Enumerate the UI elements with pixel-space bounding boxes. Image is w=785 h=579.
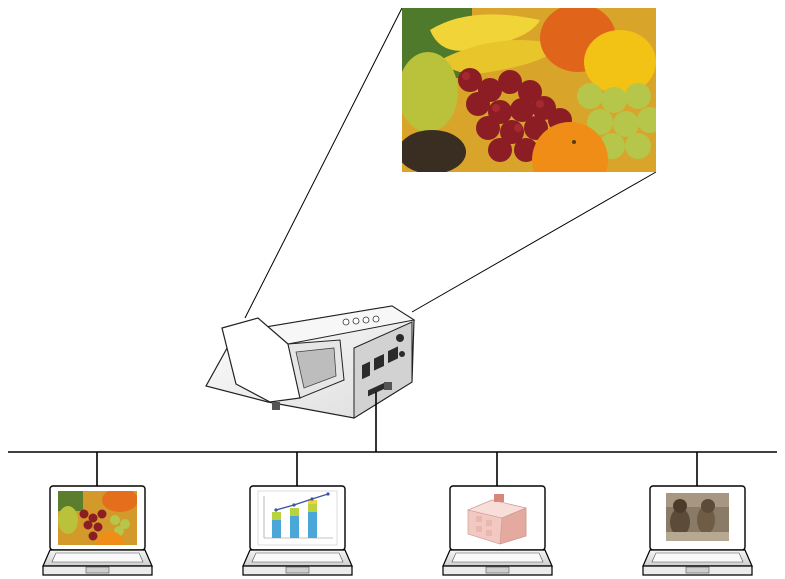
projected-fruit-image [398, 4, 663, 198]
projection-beam-right [412, 172, 656, 312]
laptop-1 [43, 486, 152, 575]
laptop-screen-chart [258, 491, 337, 545]
laptop-4 [643, 486, 752, 575]
laptop-screen-animal-photo [658, 491, 737, 545]
laptop-3 [443, 486, 552, 575]
projector [206, 306, 414, 418]
projection-beam-left [245, 8, 402, 318]
laptop-screen-3d-drawing [458, 491, 537, 545]
laptop-2 [243, 486, 352, 575]
